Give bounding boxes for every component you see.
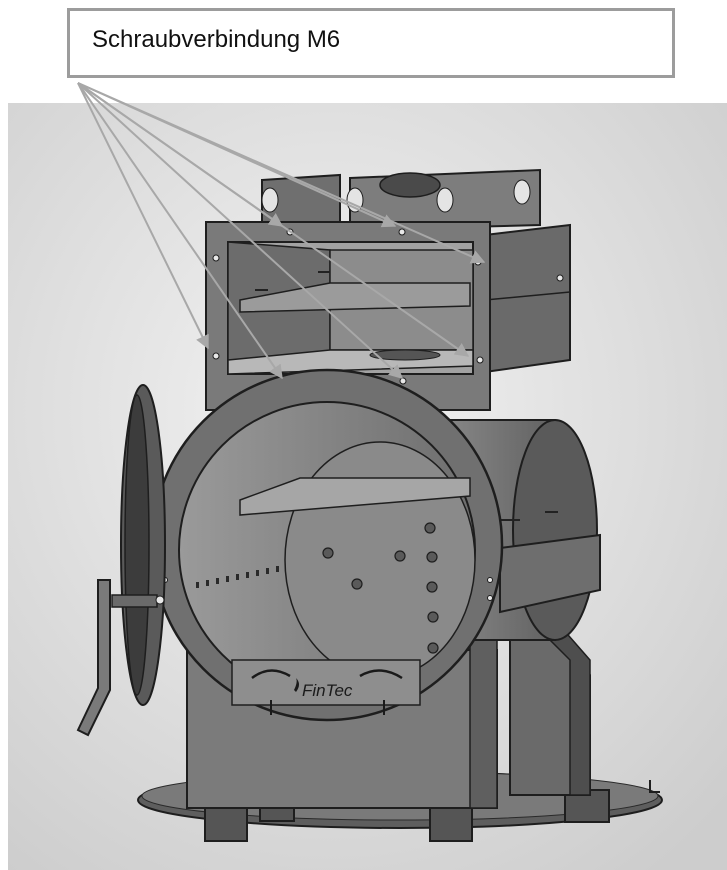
callout-box: [67, 8, 675, 78]
front-ring: [150, 368, 504, 722]
callout-arrow: [77, 82, 283, 380]
brand-plate: FinTec: [231, 659, 421, 715]
door: [76, 384, 166, 737]
callout-label: Schraubverbindung M6: [92, 26, 341, 53]
callout-arrow: [77, 82, 404, 379]
callout-arrow: [77, 82, 486, 264]
callout-arrow: [77, 82, 209, 350]
brand-logo-text: FinTec: [302, 681, 353, 700]
door-handle: [76, 579, 111, 737]
callout-arrows: [77, 82, 486, 380]
callout-arrow: [77, 82, 470, 357]
